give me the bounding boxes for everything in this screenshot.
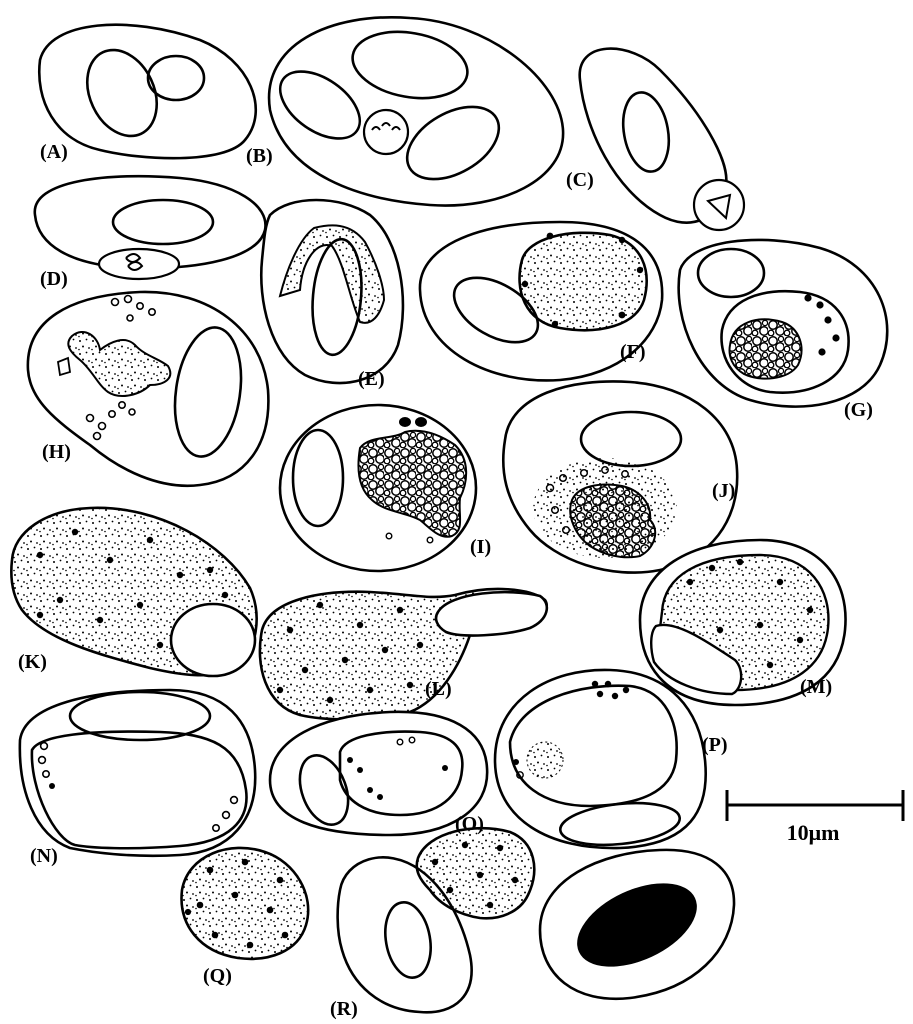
cell-n [20,690,255,856]
cell-a [39,25,256,158]
scale-bar [727,790,903,821]
panel-label-j: (J) [712,480,735,502]
panel-label-n: (N) [30,845,58,867]
cell-d [35,176,266,279]
panel-label-d: (D) [40,268,68,290]
panel-label-c: (C) [566,169,594,191]
panel-label-h: (H) [42,441,71,463]
cell-q [182,848,309,959]
cell-g [679,240,888,407]
panel-label-f: (F) [620,341,646,363]
panel-label-p: (P) [702,734,728,756]
panel-label-e: (E) [358,368,385,390]
panel-label-a: (A) [40,141,68,163]
scale-bar-label: 10μm [787,820,840,845]
panel-label-m: (M) [800,676,832,698]
cell-j [503,381,737,572]
cell-e [261,200,403,383]
cell-solid-nucleus [540,850,734,999]
panel-label-i: (I) [470,536,491,558]
cell-r [338,828,535,1012]
cell-c [580,49,744,230]
cell-l [260,589,547,719]
cell-k [11,508,256,676]
panel-label-g: (G) [844,399,873,421]
panel-label-r: (R) [330,998,358,1020]
panel-label-k: (K) [18,651,47,673]
panel-label-b: (B) [246,145,273,167]
cell-i [280,405,476,571]
panel-label-l: (L) [425,678,452,700]
cell-b [268,17,563,205]
cell-p [495,670,706,850]
panel-label-q: (Q) [203,965,232,987]
